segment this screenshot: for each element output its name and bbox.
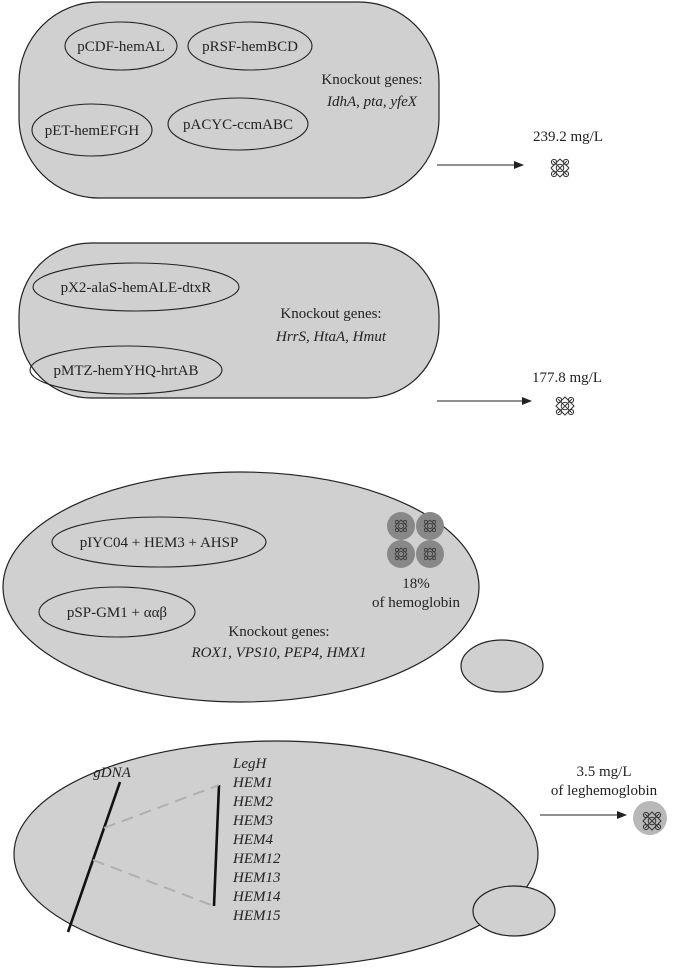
integration-line-bottom [92,859,215,907]
plasmid-ellipse [64,21,178,71]
hemoglobin-icon [387,512,444,568]
bud-ellipse [460,639,544,693]
plasmid-label: pX2-alaS-hemALE-dtxR [61,280,212,296]
hemoglobin-caption: of hemoglobin [372,595,460,611]
gene-list: LegH HEM1 HEM2 HEM3 HEM4 HEM12 HEM13 HEM… [232,756,281,924]
knockout-title: Knockout genes: [321,72,422,88]
cell-rounded [18,1,440,199]
knockout-title: Knockout genes: [228,624,329,640]
plasmid-ellipse [29,345,223,395]
gene-label: HEM13 [232,870,281,886]
cell-rounded [18,242,440,399]
yield-caption: of leghemoglobin [551,783,658,799]
gene-label: HEM15 [232,908,281,924]
hemoglobin-percent: 18% [402,576,430,592]
plasmid-label: pMTZ-hemYHQ-hrtAB [54,363,199,379]
panel-3-yeast: pIYC04 + HEM3 + AHSP pSP-GM1 + ααβ Knock… [2,471,544,703]
integration-line-top [103,784,220,829]
heme-icon [550,158,570,178]
gene-label: HEM3 [232,813,273,829]
plasmid-label: pIYC04 + HEM3 + AHSP [80,535,239,551]
bud-ellipse [472,885,556,937]
knockout-genes: ROX1, VPS10, PEP4, HMX1 [191,645,367,661]
leghemoglobin-icon [633,801,667,835]
gene-label: HEM4 [232,832,273,848]
yield-label: 3.5 mg/L [577,764,632,780]
plasmid-label: pSP-GM1 + ααβ [67,605,167,621]
plasmid-ellipse [38,586,196,638]
gene-label: HEM2 [232,794,273,810]
panel-2-corynebacterium: pX2-alaS-hemALE-dtxR pMTZ-hemYHQ-hrtAB K… [18,242,440,399]
yield-label: 177.8 mg/L [532,370,602,386]
knockout-title: Knockout genes: [280,306,381,322]
gene-label: LegH [232,756,268,772]
gdna-strand [66,781,122,933]
plasmid-label: pACYC-ccmABC [183,117,293,133]
plasmid-ellipse [167,97,309,151]
heme-icon [555,396,575,416]
plasmid-label: pRSF-hemBCD [202,39,298,55]
cell-ellipse [13,740,539,968]
knockout-genes: IdhA, pta, yfeX [326,94,418,110]
gene-label: HEM12 [232,851,281,867]
plasmid-ellipse [31,103,153,157]
plasmid-ellipse [32,262,240,312]
panel-1-ecoli: pCDF-hemAL pRSF-hemBCD pET-hemEFGH pACYC… [18,1,440,199]
knockout-genes: HrrS, HtaA, Hmut [275,329,387,345]
gene-label: HEM14 [232,889,281,905]
yield-label: 239.2 mg/L [533,129,603,145]
gene-cassette [212,784,221,907]
panel-4-pichia: gDNA LegH HEM1 HEM2 HEM3 HEM4 HEM12 HEM1… [13,740,556,968]
gdna-label: gDNA [93,765,131,781]
plasmid-ellipse [51,516,267,568]
cell-ellipse [2,471,480,703]
gene-label: HEM1 [232,775,273,791]
plasmid-label: pCDF-hemAL [77,39,165,55]
plasmid-ellipse [187,21,313,71]
plasmid-label: pET-hemEFGH [45,123,140,139]
